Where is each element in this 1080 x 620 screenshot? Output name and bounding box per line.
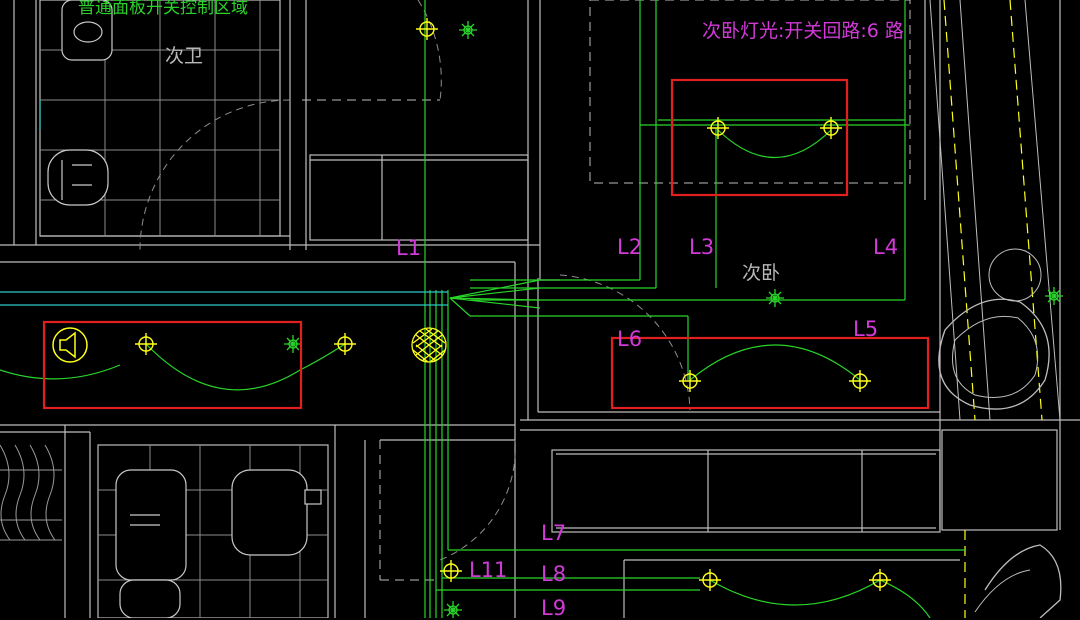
circuit-label-l4: L4 xyxy=(873,235,899,259)
room-label-bedroom: 次卧 xyxy=(742,262,781,284)
circuit-label-l5: L5 xyxy=(853,317,879,341)
circuit-label-l9: L9 xyxy=(541,596,567,620)
circuit-label-l6: L6 xyxy=(617,327,643,351)
circuit-label-l3: L3 xyxy=(689,235,715,259)
ceiling-light-icon xyxy=(135,18,891,591)
outdoor-features xyxy=(929,0,1062,618)
circuit-label-l1: L1 xyxy=(396,236,422,260)
circuit-label-l11: L11 xyxy=(469,558,508,582)
highlight-box-bedroom-lower xyxy=(610,336,930,410)
bath-fixtures xyxy=(47,0,322,618)
highlight-boxes xyxy=(42,78,930,410)
wiring xyxy=(0,0,965,618)
highlight-box-corridor xyxy=(42,320,303,410)
bedroom-lighting-note: 次卧灯光:开关回路:6 路 xyxy=(702,20,904,42)
wood-texture xyxy=(0,444,62,541)
highlight-box-bedroom-upper xyxy=(670,78,849,197)
speaker-icon xyxy=(52,327,88,363)
room-label-bathroom: 次卫 xyxy=(165,45,204,67)
circuit-label-l7: L7 xyxy=(541,521,567,545)
chandelier-icon xyxy=(411,327,447,363)
circuit-label-l8: L8 xyxy=(541,562,567,586)
downlight-icon xyxy=(284,21,1063,618)
circuit-label-l2: L2 xyxy=(617,235,643,259)
control-zone-note: 普通面板开关控制区域 xyxy=(78,0,248,18)
